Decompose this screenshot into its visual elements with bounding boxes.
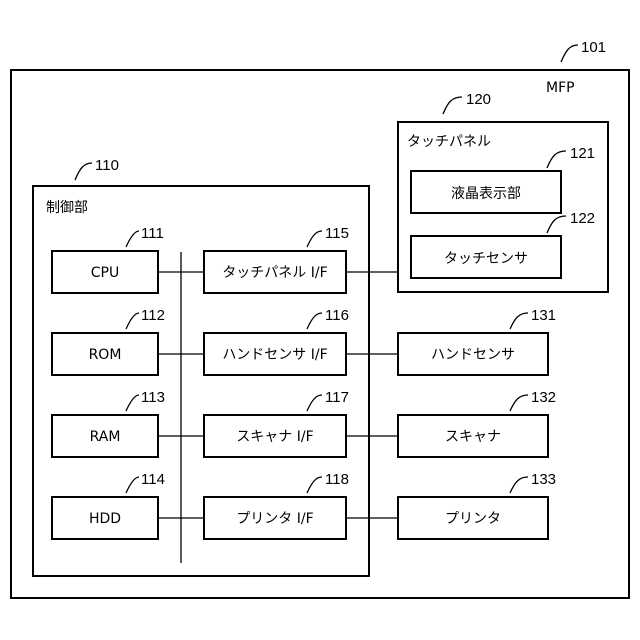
hand-sensor-if-ref: 116: [325, 307, 349, 324]
hand-sensor-ref: 131: [531, 307, 556, 324]
printer-if-ref: 118: [325, 471, 349, 488]
touch-panel-if-ref: 115: [325, 225, 349, 242]
touch-panel-label: タッチパネル: [407, 134, 491, 150]
ram-ref: 113: [141, 389, 165, 406]
touch-sensor-label: タッチセンサ: [444, 251, 528, 267]
rom-ref: 112: [141, 307, 165, 324]
mfp-ref-leader: [561, 45, 578, 62]
printer-if-label: プリンタ I/F: [236, 511, 313, 527]
touch-panel-if-label: タッチパネル I/F: [222, 265, 327, 281]
cpu-ref: 111: [141, 225, 164, 242]
mfp-label: MFP: [546, 80, 575, 96]
touch-panel-ref: 120: [466, 91, 491, 108]
ram-label: RAM: [90, 429, 121, 445]
printer-label: プリンタ: [445, 511, 501, 527]
touch-sensor-ref: 122: [570, 210, 595, 227]
controller-ref: 110: [95, 157, 119, 174]
cpu-label: CPU: [91, 265, 119, 281]
hdd-label: HDD: [89, 511, 121, 527]
scanner-if-ref: 117: [325, 389, 349, 406]
lcd-ref: 121: [570, 145, 595, 162]
hand-sensor-if-label: ハンドセンサ I/F: [222, 347, 327, 363]
lcd-label: 液晶表示部: [451, 186, 521, 202]
scanner-label: スキャナ: [445, 429, 501, 445]
scanner-if-label: スキャナ I/F: [236, 429, 313, 445]
rom-label: ROM: [89, 347, 122, 363]
scanner-ref: 132: [531, 389, 556, 406]
controller-label: 制御部: [46, 200, 88, 216]
hdd-ref: 114: [141, 471, 165, 488]
hand-sensor-label: ハンドセンサ: [431, 347, 515, 363]
printer-ref: 133: [531, 471, 556, 488]
mfp-ref: 101: [581, 39, 606, 56]
